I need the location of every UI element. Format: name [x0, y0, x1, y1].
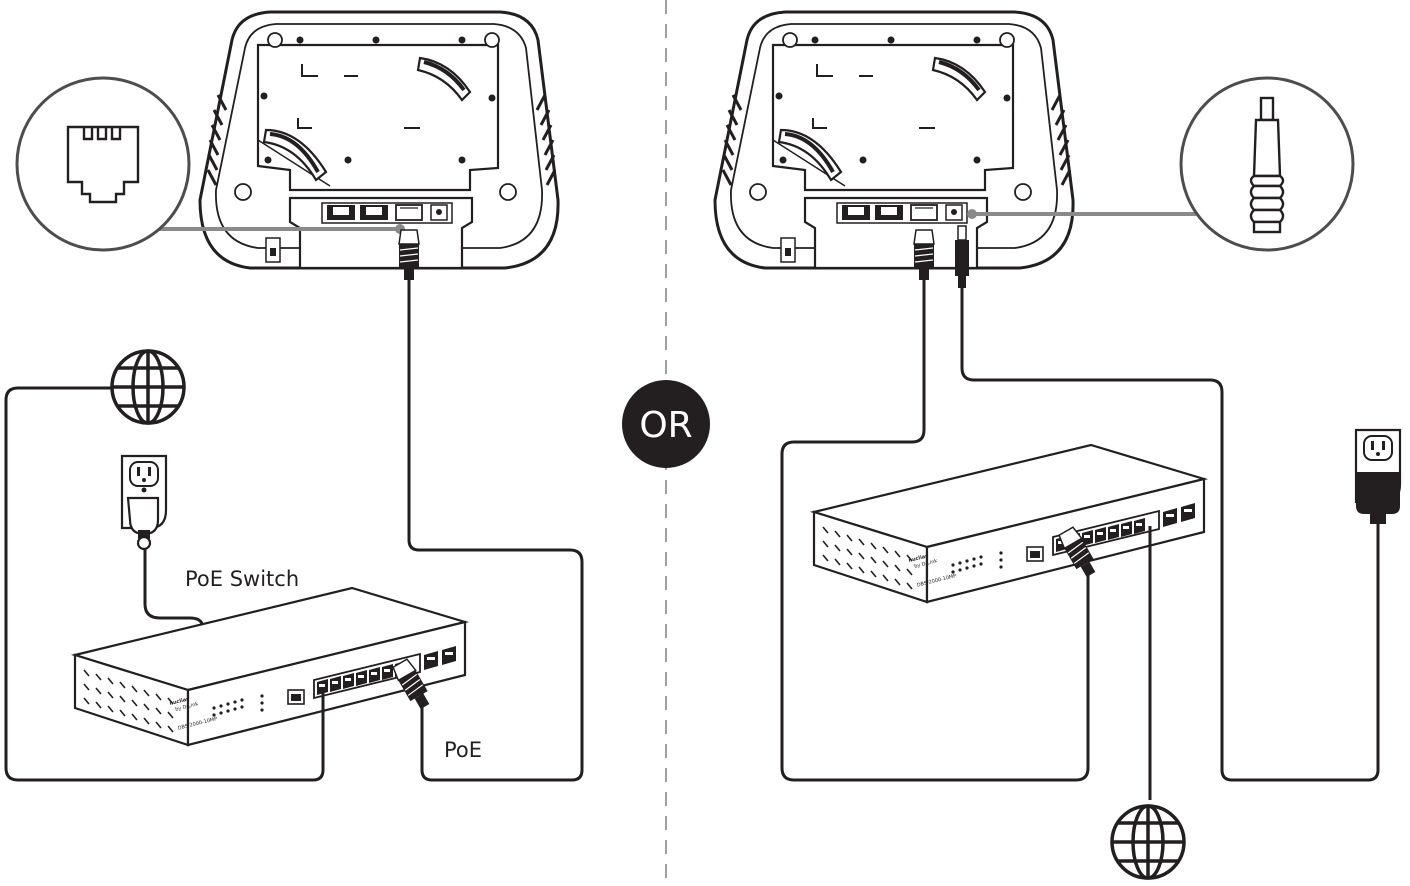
dc-plug-connector — [955, 225, 969, 288]
brand-sub-label-right: by D-Link — [914, 558, 938, 570]
brand-sub-label: by D-Link — [175, 701, 199, 713]
globe-icon — [110, 349, 186, 425]
brand-label: nuclias — [169, 696, 190, 707]
globe-icon-right — [1110, 804, 1186, 880]
switch-right — [812, 443, 1206, 604]
poe-label: PoE — [444, 738, 482, 762]
rj45-connector-ap-right — [913, 229, 935, 281]
cable-dc-power — [960, 288, 1380, 782]
or-badge: OR — [622, 380, 710, 468]
right-scenario: nuclias by D-Link DBS-2000-10MP — [713, 10, 1402, 880]
cable-ap-to-switch-right — [780, 280, 1090, 782]
ethernet-port-callout — [15, 76, 405, 252]
cable-uplink-left — [4, 386, 325, 782]
dc-power-plug-icon — [1249, 96, 1285, 234]
power-outlet-icon — [120, 454, 168, 551]
left-scenario: nuclias by D-Link DBS-2000-10MP — [4, 10, 584, 782]
dc-power-callout — [967, 76, 1355, 252]
rj45-connector-ap-left — [398, 229, 420, 281]
access-point-right — [713, 10, 1076, 270]
poe-switch-label: PoE Switch — [185, 567, 299, 591]
power-outlet-icon-right — [1354, 428, 1402, 524]
ethernet-port-icon — [66, 125, 140, 204]
or-label: OR — [639, 405, 692, 446]
cable-ap-to-poe — [407, 280, 584, 782]
cable-power-left — [143, 549, 204, 625]
brand-label-right: nuclias — [908, 553, 929, 564]
